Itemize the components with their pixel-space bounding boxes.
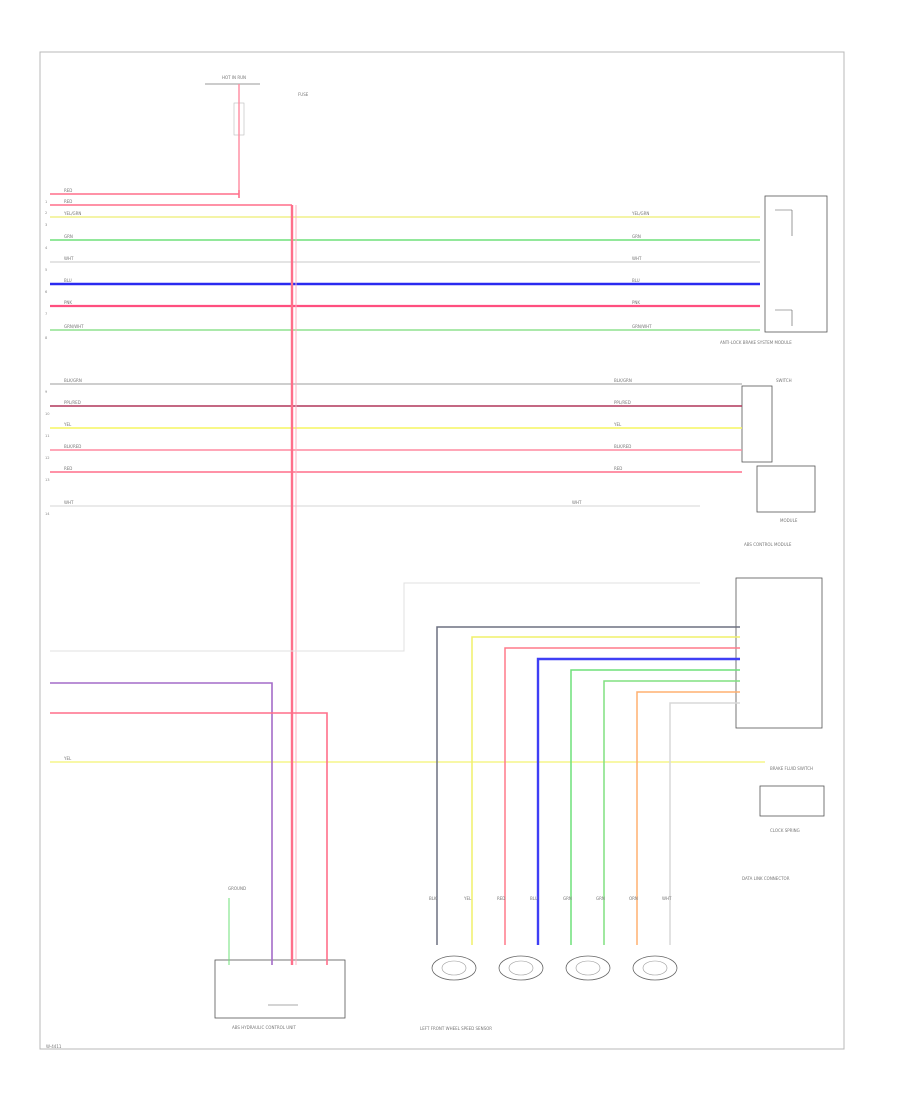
abs-control-module-box [735, 577, 823, 729]
left-wire-right-label-8: BLK/GRN [614, 378, 632, 383]
right-comp-1: SWITCH [776, 378, 792, 383]
sensor-wire-label-4: GRN [563, 896, 572, 901]
top-fuse-label: FUSE [298, 92, 309, 97]
brake-fluid-switch-box [759, 785, 825, 817]
corner-code: W-4411 [46, 1044, 62, 1049]
sensor-wire-2 [504, 647, 740, 945]
right-comp-4: BRAKE FLUID SWITCH [770, 766, 813, 771]
switch-box [741, 385, 773, 463]
sensor-wire-3 [536, 657, 740, 945]
wheel-sensor-core-0 [441, 960, 467, 976]
left-wire-right-label-12: RED [614, 466, 622, 471]
left-wire-pin-1: 2 [45, 211, 47, 215]
wheel-sensor-coil-0 [431, 955, 477, 981]
left-wire-right-label-11: BLK/RED [614, 444, 631, 449]
sensor-wire-label-3: BLU [530, 896, 538, 901]
left-wire-right-label-2: YEL/GRN [631, 211, 649, 216]
sensor-wire-label-6: ORN [629, 896, 638, 901]
bottom-comp-0: ABS HYDRAULIC CONTROL UNIT [232, 1025, 296, 1030]
top-hot-label: HOT IN RUN [222, 75, 246, 80]
left-wire-label-7: GRN/WHT [64, 324, 84, 329]
left-wire-pin-4: 5 [45, 268, 47, 272]
right-comp-3: ABS CONTROL MODULE [744, 542, 792, 547]
sensor-wire-label-5: GRN [596, 896, 605, 901]
left-wire-right-label-4: WHT [632, 256, 642, 261]
sensor-wire-label-1: YEL [463, 896, 472, 901]
ppl-wire-to-unit [50, 682, 273, 965]
left-wire-label-13: WHT [64, 500, 74, 505]
sensor-wire-label-2: RED [497, 896, 505, 901]
module-box [756, 465, 816, 513]
left-wire-pin-3: 4 [45, 246, 48, 250]
left-wire-right-label-5: BLU [632, 278, 640, 283]
left-wire-label-4: WHT [64, 256, 74, 261]
left-wire-label-8: BLK/GRN [64, 378, 82, 383]
left-wire-pin-9: 10 [45, 412, 50, 416]
diagram-frame [39, 51, 845, 1050]
left-wire-right-label-10: YEL [613, 422, 622, 427]
hydraulic-unit-box [214, 959, 346, 1019]
sensor-wire-0 [436, 626, 740, 945]
left-wire-pin-7: 8 [45, 336, 48, 340]
left-wire-right-label-3: GRN [632, 234, 641, 239]
left-wire-right-label-9: PPL/RED [614, 400, 631, 405]
left-wire-right-label-13: WHT [572, 500, 582, 505]
sensor-wire-4 [570, 669, 740, 945]
right-comp-0: ANTI-LOCK BRAKE SYSTEM MODULE [720, 340, 792, 345]
left-wire-pin-13: 14 [45, 512, 50, 516]
wheel-sensor-core-2 [575, 960, 601, 976]
left-wire-label-2: YEL/GRN [63, 211, 81, 216]
wheel-sensor-group [431, 955, 678, 981]
sensor-wire-1 [471, 636, 740, 945]
left-wire-label-6: PNK [64, 300, 72, 305]
left-wire-pin-11: 12 [45, 456, 50, 460]
left-wire-pin-6: 7 [45, 312, 47, 316]
left-wire-right-label-6: PNK [632, 300, 640, 305]
red-wire-to-unit [50, 712, 328, 965]
left-wire-label-9: PPL/RED [64, 400, 81, 405]
sensor-wire-label-7: WHT [662, 896, 672, 901]
left-wire-label-11: BLK/RED [64, 444, 81, 449]
wheel-sensor-coil-1 [498, 955, 544, 981]
left-wire-label-17: YEL [63, 756, 72, 761]
left-wire-pin-10: 11 [45, 434, 50, 438]
sensor-wire-group: BLK YEL RED BLU GRN GRN ORN WHT [429, 626, 740, 945]
left-wire-pin-8: 9 [45, 390, 48, 394]
right-comp-5: CLOCK SPRING [770, 828, 800, 833]
right-comp-2: MODULE [780, 518, 798, 523]
right-comp-6: DATA LINK CONNECTOR [742, 876, 790, 881]
sensor-wire-6 [636, 691, 740, 945]
wht-wire-to-abs [50, 582, 700, 652]
sensor-wire-label-0: BLK [429, 896, 437, 901]
left-wire-label-12: RED [64, 466, 72, 471]
sensor-wire-5 [603, 680, 740, 945]
bottom-comp-1: LEFT FRONT WHEEL SPEED SENSOR [420, 1026, 492, 1031]
left-wire-label-1: RED [64, 199, 72, 204]
abs-module-box [764, 195, 828, 333]
wheel-sensor-coil-2 [565, 955, 611, 981]
left-wire-label-5: BLU [64, 278, 72, 283]
wheel-sensor-coil-3 [632, 955, 678, 981]
wheel-sensor-core-3 [642, 960, 668, 976]
ground-label: GROUND [228, 886, 246, 891]
left-wire-pin-2: 3 [45, 223, 47, 227]
left-wire-label-3: GRN [64, 234, 73, 239]
left-wire-pin-12: 13 [45, 478, 50, 482]
sensor-wire-7 [669, 702, 740, 945]
left-wire-pin-0: 1 [45, 200, 47, 204]
wheel-sensor-core-1 [508, 960, 534, 976]
left-wire-label-10: YEL [63, 422, 72, 427]
left-wire-pin-5: 6 [45, 290, 48, 294]
left-wire-label-0: RED [64, 188, 72, 193]
left-wire-right-label-7: GRN/WHT [632, 324, 652, 329]
